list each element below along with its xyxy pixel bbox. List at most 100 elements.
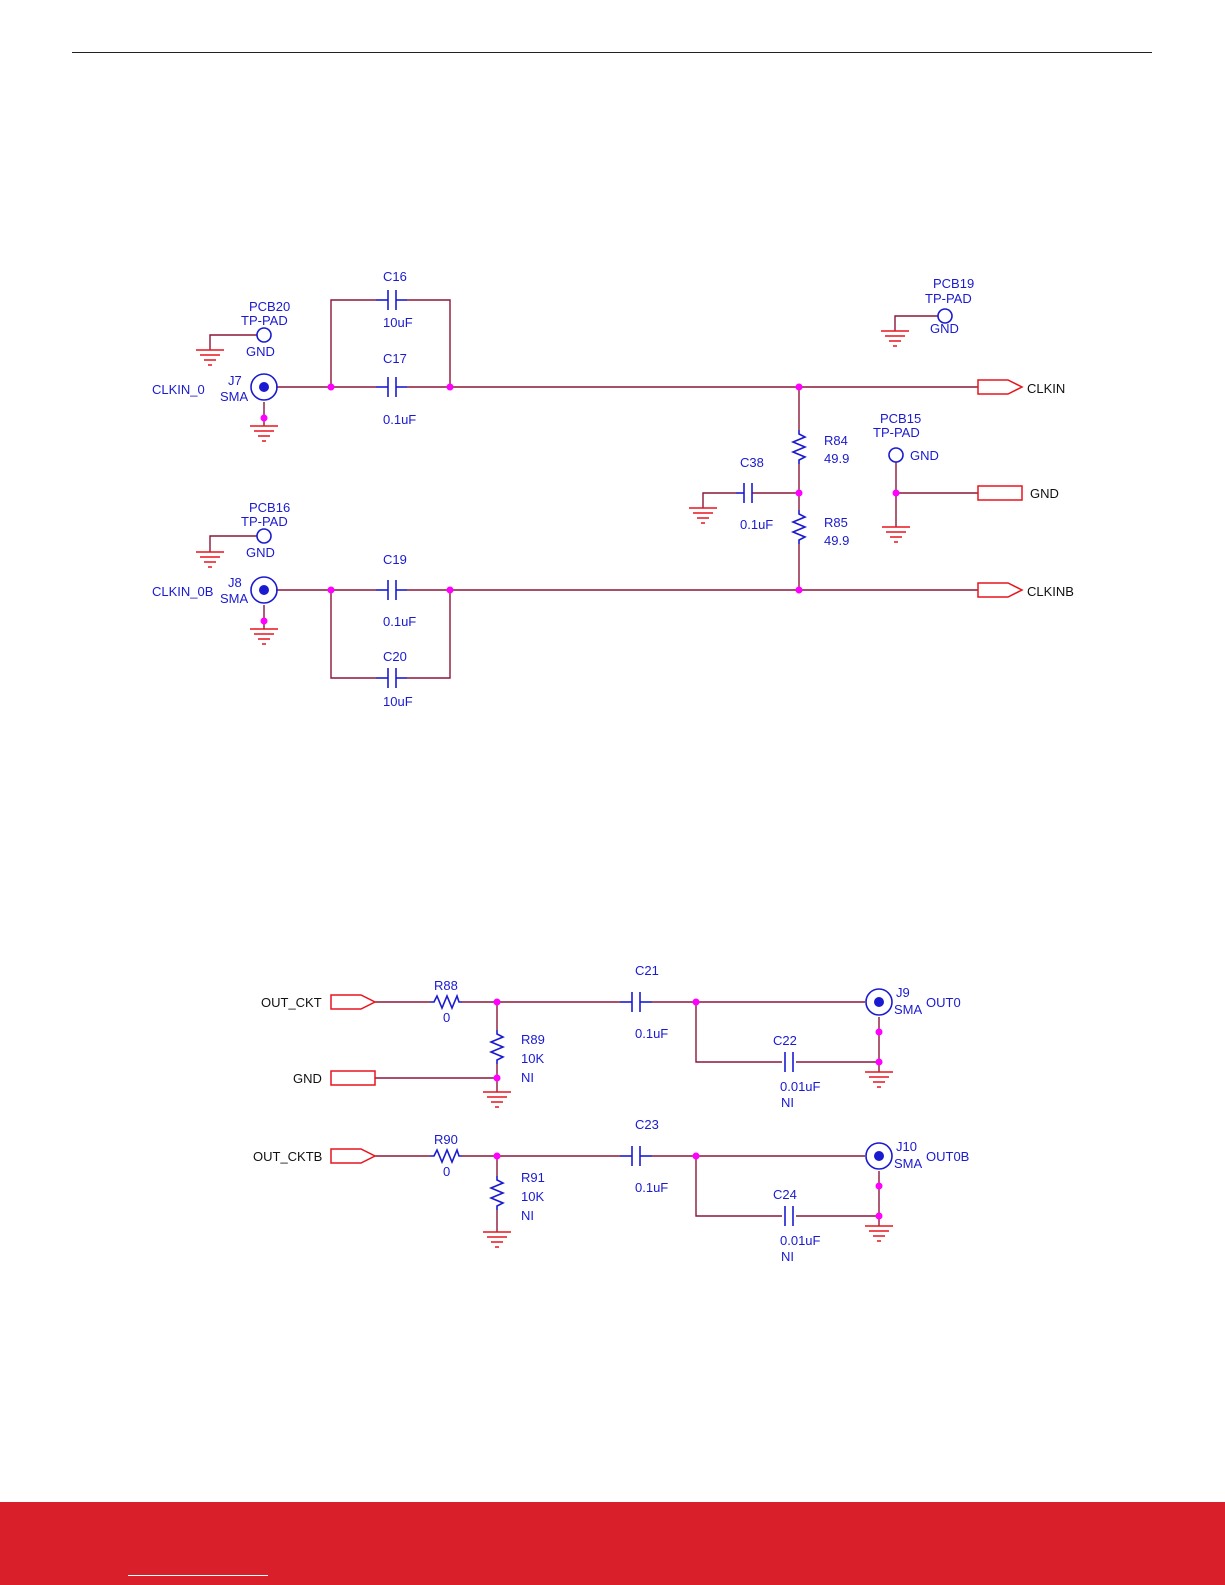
r90-value: 0 <box>443 1164 450 1179</box>
resistor-r89 <box>488 1030 506 1064</box>
net-out0b: OUT0B <box>926 1149 969 1164</box>
port-clkinb <box>977 582 1024 598</box>
c19-ref: C19 <box>383 552 407 567</box>
pcb16-net: GND <box>246 545 275 560</box>
c24-value: 0.01uF <box>780 1233 821 1248</box>
footer-link-underline[interactable] <box>128 1575 268 1576</box>
j7-ref: J7 <box>228 373 242 388</box>
sma-connector-j8 <box>250 576 278 604</box>
c23-ref: C23 <box>635 1117 659 1132</box>
port-clkin <box>977 379 1024 395</box>
c20-ref: C20 <box>383 649 407 664</box>
r84-ref: R84 <box>824 433 848 448</box>
junction-dots <box>260 383 900 625</box>
capacitor-c22 <box>784 1052 794 1072</box>
c24-ref: C24 <box>773 1187 797 1202</box>
output-wires <box>375 1001 880 1232</box>
pcb19-ref: PCB19 <box>933 276 974 291</box>
r85-value: 49.9 <box>824 533 849 548</box>
j8-ref: J8 <box>228 575 242 590</box>
port-label-clkin: CLKIN <box>1027 381 1065 396</box>
capacitor-c23 <box>620 1146 652 1166</box>
capacitor-c38 <box>736 483 753 503</box>
r91-ref: R91 <box>521 1170 545 1185</box>
header-rule <box>72 52 1152 53</box>
c20-value: 10uF <box>383 694 413 709</box>
c17-ref: C17 <box>383 351 407 366</box>
j10-type: SMA <box>894 1156 923 1171</box>
port-out-cktb <box>330 1148 377 1164</box>
pcb15-ref: PCB15 <box>880 411 921 426</box>
j8-type: SMA <box>220 591 249 606</box>
port-label-gnd: GND <box>1030 486 1059 501</box>
net-clkin-0b: CLKIN_0B <box>152 584 213 599</box>
resistor-r85 <box>790 510 808 544</box>
resistor-r84 <box>790 430 808 464</box>
sma-connector-j7 <box>250 373 278 401</box>
c22-value: 0.01uF <box>780 1079 821 1094</box>
c24-note: NI <box>781 1249 794 1264</box>
c21-ref: C21 <box>635 963 659 978</box>
capacitor-c21 <box>620 992 652 1012</box>
c22-note: NI <box>781 1095 794 1110</box>
sma-connector-j10 <box>865 1142 893 1170</box>
input-wires <box>209 299 978 679</box>
c38-value: 0.1uF <box>740 517 773 532</box>
pcb15-net: GND <box>910 448 939 463</box>
pcb19-type: TP-PAD <box>925 291 972 306</box>
footer-bar <box>0 1502 1225 1585</box>
capacitor-c16 <box>376 290 407 310</box>
pcb20-type: TP-PAD <box>241 313 288 328</box>
pcb16-ref: PCB16 <box>249 500 290 515</box>
port-label-clkinb: CLKINB <box>1027 584 1074 599</box>
r89-ref: R89 <box>521 1032 545 1047</box>
r91-note: NI <box>521 1208 534 1223</box>
j9-type: SMA <box>894 1002 923 1017</box>
resistor-r88 <box>430 993 462 1011</box>
port-gnd <box>977 485 1023 501</box>
pcb15-type: TP-PAD <box>873 425 920 440</box>
c17-value: 0.1uF <box>383 412 416 427</box>
port-label-out-ckt: OUT_CKT <box>261 995 322 1010</box>
sma-connector-j9 <box>865 988 893 1016</box>
port-out-ckt <box>330 994 377 1010</box>
capacitor-c17 <box>376 377 407 397</box>
output-ground-symbols <box>482 1071 894 1248</box>
ground-symbols <box>195 330 911 645</box>
r91-value: 10K <box>521 1189 544 1204</box>
j10-ref: J10 <box>896 1139 917 1154</box>
r89-note: NI <box>521 1070 534 1085</box>
r89-value: 10K <box>521 1051 544 1066</box>
port-label-out-cktb: OUT_CKTB <box>253 1149 322 1164</box>
tp-pad-pcb20 <box>256 327 272 343</box>
tp-pad-pcb19 <box>937 308 953 324</box>
resistor-r90 <box>430 1147 462 1165</box>
pcb16-type: TP-PAD <box>241 514 288 529</box>
pcb20-ref: PCB20 <box>249 299 290 314</box>
r88-ref: R88 <box>434 978 458 993</box>
capacitor-c24 <box>784 1206 794 1226</box>
j7-type: SMA <box>220 389 249 404</box>
c16-value: 10uF <box>383 315 413 330</box>
port-gnd-output <box>330 1070 376 1086</box>
c23-value: 0.1uF <box>635 1180 668 1195</box>
c21-value: 0.1uF <box>635 1026 668 1041</box>
c38-ref: C38 <box>740 455 764 470</box>
pcb19-net: GND <box>930 321 959 336</box>
tp-pad-pcb16 <box>256 528 272 544</box>
output-junction-dots <box>493 998 883 1220</box>
j9-ref: J9 <box>896 985 910 1000</box>
r84-value: 49.9 <box>824 451 849 466</box>
r85-ref: R85 <box>824 515 848 530</box>
net-clkin-0: CLKIN_0 <box>152 382 205 397</box>
c19-value: 0.1uF <box>383 614 416 629</box>
capacitor-c19 <box>376 580 407 600</box>
clock-schematic: C16 10uF C17 0.1uF C19 0.1uF C20 10uF C3… <box>152 269 1074 1264</box>
capacitor-c20 <box>376 668 407 688</box>
resistor-r91 <box>488 1176 506 1210</box>
net-out0: OUT0 <box>926 995 961 1010</box>
pcb20-net: GND <box>246 344 275 359</box>
c16-ref: C16 <box>383 269 407 284</box>
r90-ref: R90 <box>434 1132 458 1147</box>
tp-pad-pcb15 <box>888 447 904 463</box>
